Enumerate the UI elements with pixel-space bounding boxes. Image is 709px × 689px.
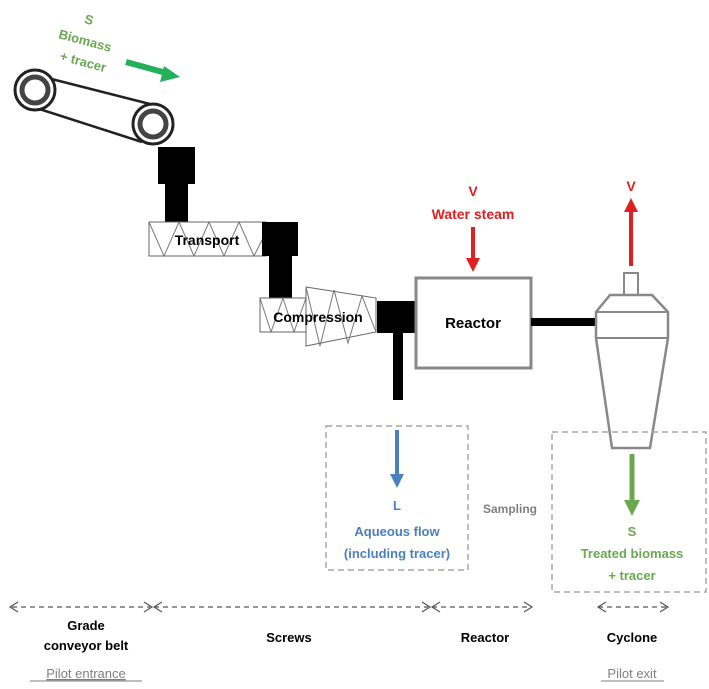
reactor-cyclone-pipe — [531, 318, 599, 326]
steam-arrow — [466, 227, 480, 272]
section-conveyor-label-line1: Grade — [67, 618, 105, 633]
aqueous-sampling-box — [325, 425, 469, 571]
steam-phase-label: V — [468, 183, 478, 199]
cyclone-vapor-phase-label: V — [626, 178, 636, 194]
treated-biomass-label: Treated biomass — [581, 546, 684, 561]
drain-pipe — [393, 333, 403, 400]
input-arrow — [125, 59, 180, 82]
section-screws-label: Screws — [266, 630, 312, 645]
section-reactor-label: Reactor — [461, 630, 509, 645]
aqueous-tracer-label: (including tracer) — [344, 546, 450, 561]
hopper-compression — [262, 222, 298, 298]
section-conveyor-label-line2: conveyor belt — [44, 638, 129, 653]
steam-label: Water steam — [432, 206, 515, 222]
aqueous-flow-label: Aqueous flow — [354, 524, 440, 539]
aqueous-arrow — [390, 430, 404, 488]
cyclone-vapor-arrow — [624, 198, 638, 266]
compression-label: Compression — [273, 309, 362, 325]
sampling-label: Sampling — [483, 502, 537, 516]
reactor-vessel — [414, 276, 533, 370]
treated-sampling-box — [551, 431, 707, 593]
compression-screw — [259, 286, 377, 347]
aqueous-phase-label: L — [393, 498, 401, 513]
cyclone — [594, 272, 670, 450]
input-phase-label: S — [83, 11, 96, 28]
hopper-transport — [158, 147, 195, 222]
pilot-entrance-label: Pilot entrance — [46, 666, 126, 681]
treated-phase-label: S — [628, 524, 637, 539]
pilot-exit-label: Pilot exit — [607, 666, 657, 681]
screw-reactor-connector — [377, 301, 416, 333]
treated-tracer-label: + tracer — [608, 568, 655, 583]
section-spans — [8, 601, 670, 613]
reactor-label: Reactor — [445, 315, 501, 332]
transport-label: Transport — [175, 232, 240, 248]
section-cyclone-label: Cyclone — [607, 630, 658, 645]
conveyor-belt — [13, 68, 175, 146]
treated-arrow — [624, 454, 640, 516]
